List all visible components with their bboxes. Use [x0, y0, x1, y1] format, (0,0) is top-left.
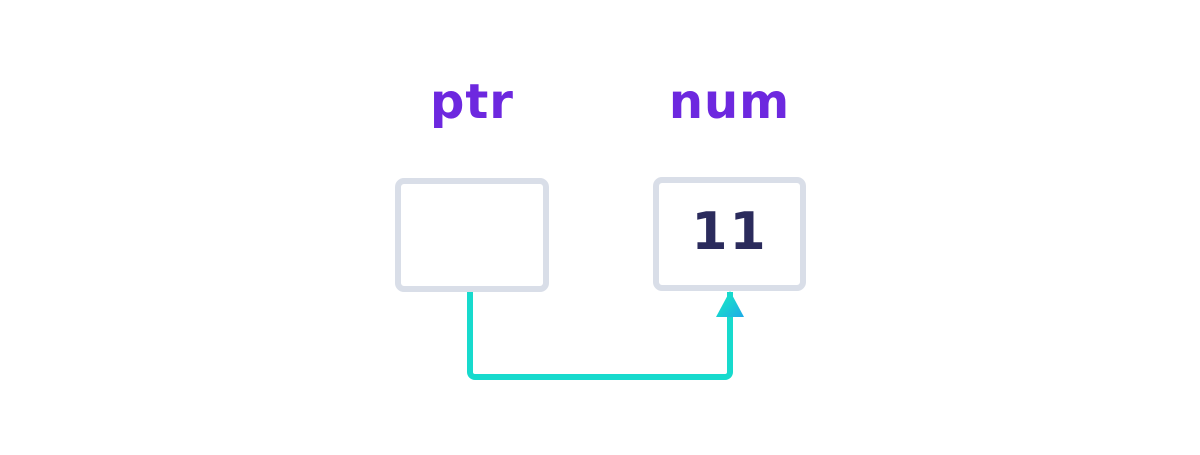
- num-variable-value: 11: [691, 202, 768, 262]
- num-variable-label: num: [668, 74, 791, 130]
- ptr-variable-box: [395, 178, 549, 292]
- num-variable-box: 11: [653, 177, 806, 291]
- ptr-variable-label: ptr: [430, 74, 514, 130]
- pointer-arrow-line: [467, 292, 733, 380]
